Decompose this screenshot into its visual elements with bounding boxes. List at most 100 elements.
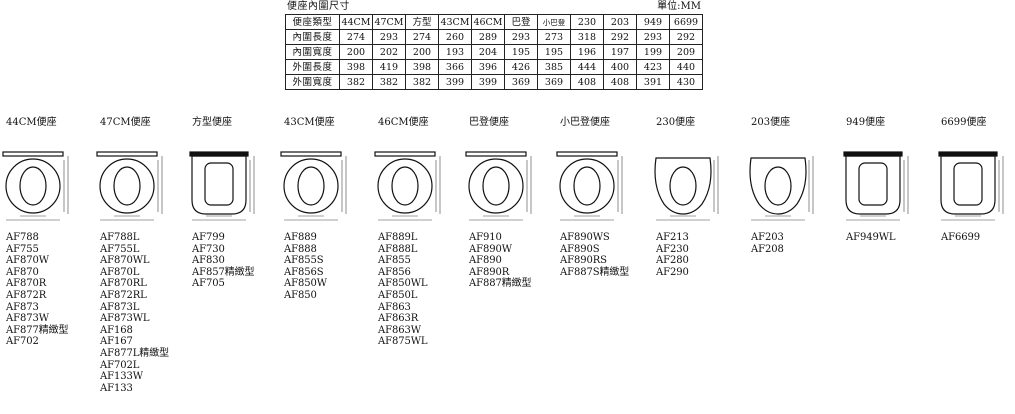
- model-item: AF870R: [6, 278, 47, 290]
- seat-outline-drawing: [749, 156, 814, 221]
- spec-table-cell: 369: [537, 74, 571, 90]
- model-item: AF872RL: [100, 289, 147, 301]
- model-item: AF863W: [378, 324, 421, 336]
- model-item: AF873W: [6, 313, 49, 325]
- seat-outline-drawing: [189, 151, 255, 221]
- model-item: AF855S: [284, 255, 324, 267]
- model-item: AF705: [192, 278, 225, 290]
- seat-outline-drawing: [374, 151, 441, 221]
- model-item: AF877L精緻型: [100, 347, 169, 359]
- spec-table-header-cell: 47CM: [372, 14, 406, 30]
- model-item: AF872R: [6, 289, 47, 301]
- spec-table-cell: 399: [438, 74, 472, 90]
- model-item: AF133W: [100, 371, 143, 383]
- model-item: AF213: [656, 232, 689, 243]
- model-item: AF949WL: [846, 232, 896, 243]
- model-item: AF870: [6, 266, 39, 278]
- spec-table-cell: 396: [471, 59, 505, 75]
- spec-table-cell: 408: [570, 74, 604, 90]
- seat-title: 230便座: [656, 117, 696, 128]
- spec-table-cell: 274: [405, 29, 439, 45]
- spec-table-cell: 273: [537, 29, 571, 45]
- spec-table-cell: 292: [669, 29, 703, 45]
- spec-table-cell: 423: [636, 59, 670, 75]
- model-item: AF890W: [469, 243, 512, 255]
- spec-table-cell: 274: [339, 29, 373, 45]
- model-item: AF873L: [100, 301, 140, 313]
- model-item: AF888L: [378, 243, 418, 255]
- spec-table-cell: 293: [636, 29, 670, 45]
- spec-table-cell: 204: [471, 44, 505, 60]
- seat-outline-drawing: [465, 151, 532, 221]
- model-item: AF888: [284, 243, 317, 255]
- model-item: AF755L: [100, 243, 140, 255]
- spec-table-cell: 200: [339, 44, 373, 60]
- model-item: AF168: [100, 324, 133, 336]
- spec-table-title: 便座內圍尺寸: [287, 1, 350, 12]
- spec-table-header-cell: 小巴登: [537, 14, 571, 30]
- model-item: AF850L: [378, 289, 418, 301]
- spec-table-cell: 199: [636, 44, 670, 60]
- seat-outline-drawing: [96, 151, 163, 221]
- model-item: AF830: [192, 255, 225, 267]
- model-item: AF6699: [941, 232, 981, 243]
- seat-title: 巴登便座: [469, 117, 509, 128]
- model-item: AF850WL: [378, 278, 428, 290]
- model-item: AF870RL: [100, 278, 147, 290]
- spec-table-header-cell: 方型: [405, 14, 439, 30]
- spec-table-cell: 408: [603, 74, 637, 90]
- spec-table-cell: 293: [372, 29, 406, 45]
- model-item: AF863: [378, 301, 411, 313]
- model-item: AF799: [192, 232, 225, 243]
- model-item: AF856: [378, 266, 411, 278]
- model-item: AF870W: [6, 255, 49, 267]
- spec-table-row-label: 外圍長度: [285, 59, 340, 75]
- spec-table-cell: 399: [471, 74, 505, 90]
- spec-table-cell: 382: [372, 74, 406, 90]
- spec-table-cell: 318: [570, 29, 604, 45]
- spec-table-cell: 202: [372, 44, 406, 60]
- model-item: AF875WL: [378, 336, 428, 348]
- seat-title: 方型便座: [192, 117, 232, 128]
- spec-table-header-cell: 6699: [669, 14, 703, 30]
- seat-title: 44CM便座: [6, 117, 57, 128]
- model-item: AF863R: [378, 313, 419, 325]
- spec-table-cell: 382: [405, 74, 439, 90]
- spec-table-header-cell: 949: [636, 14, 670, 30]
- seat-title: 203便座: [751, 117, 791, 128]
- spec-table-header: 便座內圍尺寸 單位:MM: [285, 0, 703, 14]
- model-item: AF702L: [100, 359, 140, 371]
- spec-table-cell: 200: [405, 44, 439, 60]
- seat-outline-drawing: [938, 151, 1004, 221]
- spec-table-cell: 385: [537, 59, 571, 75]
- spec-table-cell: 260: [438, 29, 472, 45]
- spec-table-cell: 369: [504, 74, 538, 90]
- model-item: AF890S: [560, 243, 600, 255]
- spec-table-unit: 單位:MM: [657, 1, 701, 12]
- spec-table-cell: 419: [372, 59, 406, 75]
- model-item: AF855: [378, 255, 411, 267]
- model-list: AF6699: [941, 232, 1015, 244]
- seat-title: 46CM便座: [378, 117, 429, 128]
- spec-table-cell: 426: [504, 59, 538, 75]
- spec-table-cell: 391: [636, 74, 670, 90]
- model-item: AF887S精緻型: [560, 266, 630, 278]
